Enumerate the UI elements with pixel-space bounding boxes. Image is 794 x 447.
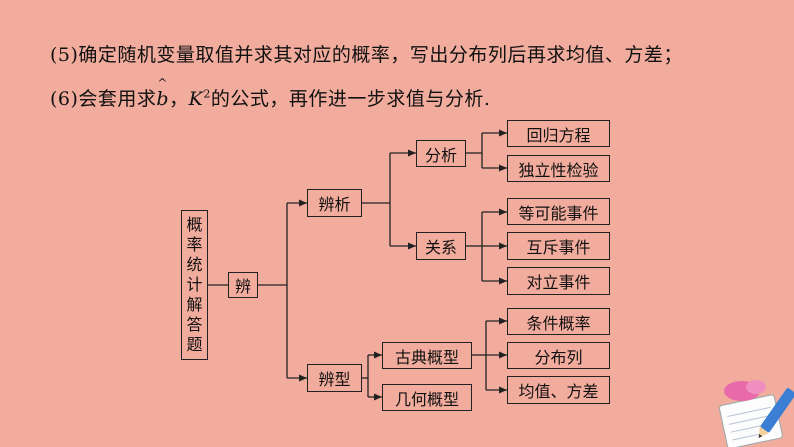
root-char: 概 [186,214,203,234]
node-bian: 辨 [228,272,258,298]
node-tiaojian: 条件概率 [507,308,610,335]
k-symbol: K [188,88,204,110]
node-root: 概 率 统 计 解 答 题 [181,210,208,360]
node-bianxing: 辨型 [307,364,362,392]
b-letter: b [156,88,170,110]
node-fenbulie: 分布列 [507,342,610,369]
node-huchi: 互斥事件 [507,232,610,260]
root-char: 答 [186,314,203,334]
node-duili: 对立事件 [507,267,610,295]
k-superscript: 2 [203,87,211,101]
node-guanxi: 关系 [416,232,466,260]
line6-suffix: 的公式，再作进一步求值与分析. [210,88,491,110]
node-junzhi: 均值、方差 [507,376,610,404]
text-line-5: (5)确定随机变量取值并求其对应的概率，写出分布列后再求均值、方差； [50,44,683,66]
root-char: 计 [186,274,203,294]
root-char: 解 [186,294,203,314]
node-gudian: 古典概型 [382,342,472,369]
node-dengkeneng: 等可能事件 [507,198,610,225]
root-char: 题 [186,334,203,354]
text-line-6: (6)会套用求^b，K2的公式，再作进一步求值与分析. [50,76,491,111]
line6-comma: ， [169,88,189,110]
node-bianxi: 辨析 [307,189,362,217]
line6-prefix: (6)会套用求 [50,88,157,110]
root-char: 率 [186,234,203,254]
hat-mark: ^ [157,76,168,90]
node-huigui: 回归方程 [507,120,610,147]
node-duli: 独立性检验 [507,155,610,182]
node-jihe: 几何概型 [382,384,472,411]
node-fenxi: 分析 [416,140,466,167]
notepad-pencil-icon [719,380,794,447]
root-char: 统 [186,254,203,274]
b-hat-symbol: ^b [156,76,170,110]
